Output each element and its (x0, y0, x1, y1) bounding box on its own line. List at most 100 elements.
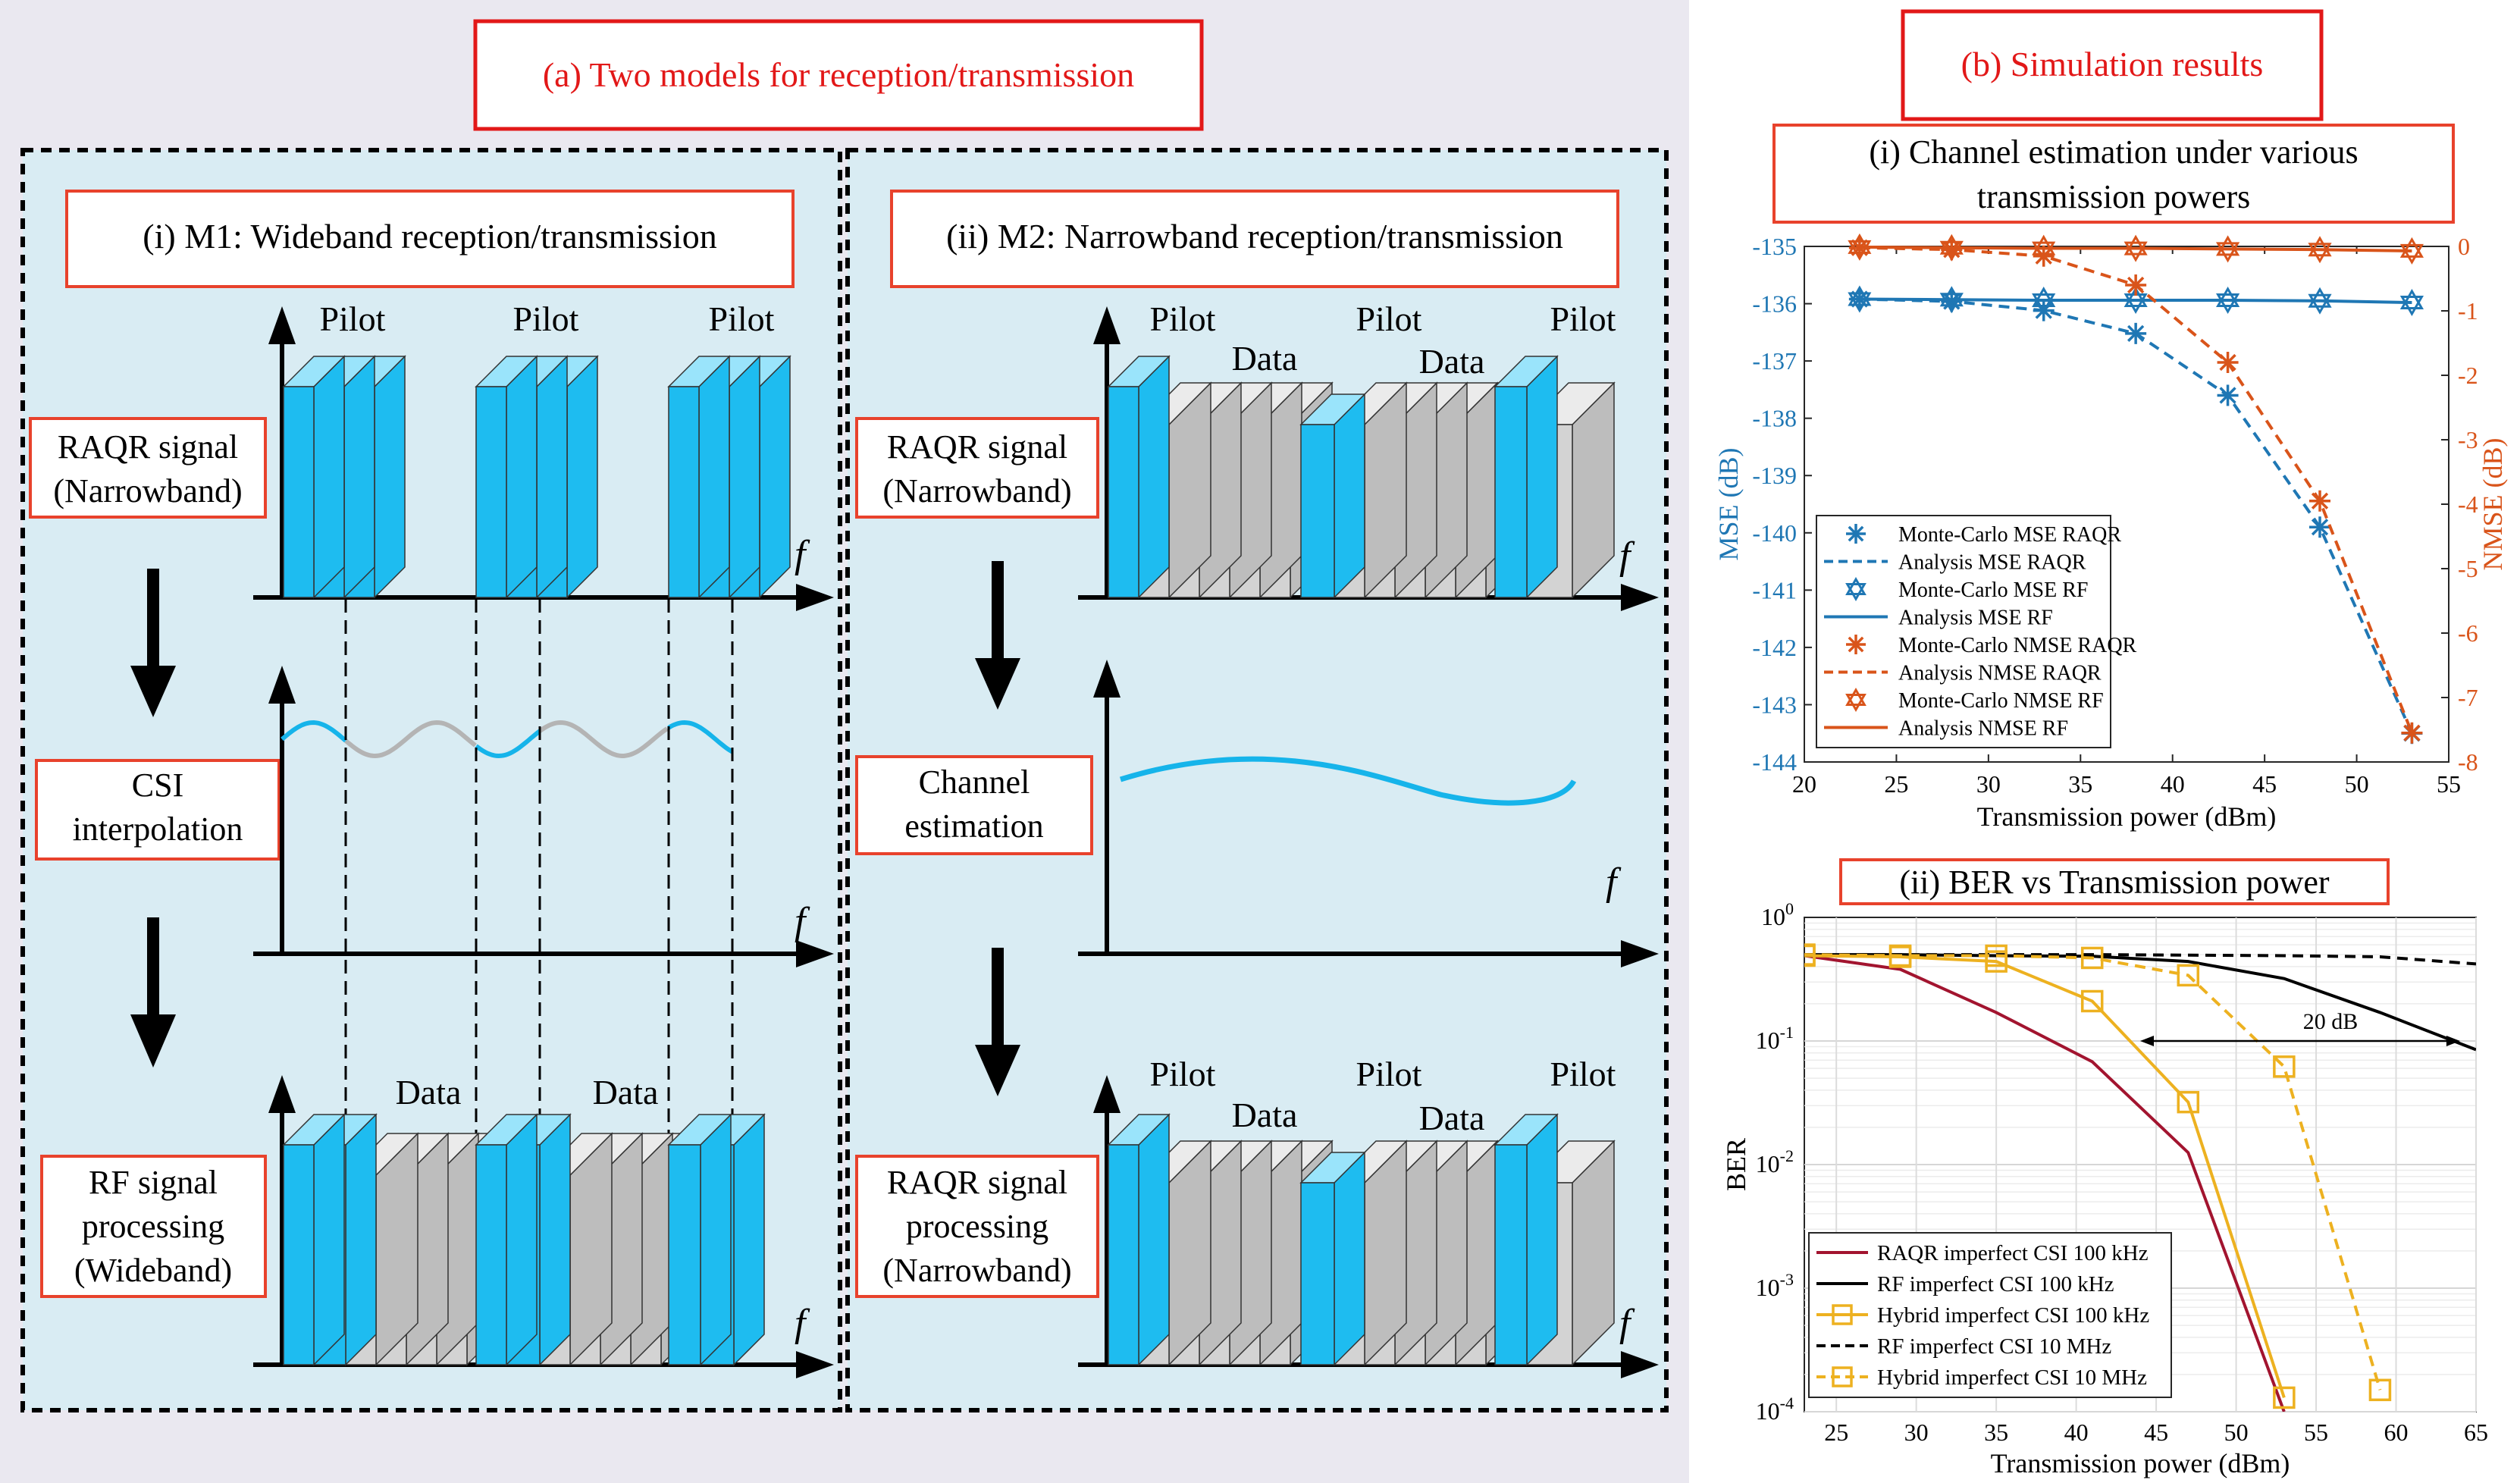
chart1-legend-marker-5 (1846, 635, 1866, 654)
chart2-legend-label-5: Hybrid imperfect CSI 10 MHz (1877, 1365, 2147, 1390)
chart1-s7-point-6 (2308, 236, 2332, 264)
m2-bot-pilot-1 (1107, 1113, 1171, 1366)
svg-text:RAQR signal: RAQR signal (58, 428, 238, 466)
m1-top-pilot-label-2: Pilot (513, 299, 579, 338)
chart1-ylabel: MSE (dB) (1713, 447, 1744, 560)
chart1-y2tick--3: -3 (2458, 426, 2478, 453)
m1-bot-pilot-1a (282, 1113, 346, 1366)
m1-rf-processing-label: RF signal processing (Wideband) (40, 1155, 267, 1298)
chart1-y2tick--5: -5 (2458, 555, 2478, 582)
svg-text:processing: processing (906, 1208, 1048, 1245)
svg-text:Channel: Channel (919, 763, 1030, 801)
chart1-xtick-35: 35 (2068, 770, 2092, 798)
chart2-s5-point-1 (1804, 943, 1816, 966)
m2-title-box (890, 190, 1619, 288)
m2-top-pilot-2 (1299, 393, 1366, 599)
chart2-xtick-60: 60 (2384, 1419, 2409, 1446)
chart1-xtick-30: 30 (1976, 770, 2001, 798)
chart2-legend-label-1: RAQR imperfect CSI 100 kHz (1877, 1241, 2149, 1265)
chart1-s7-point-7 (2399, 237, 2424, 265)
m1-csi-interpolation-label: CSI interpolation (35, 759, 281, 861)
chart1-ytick--136: -136 (1752, 290, 1797, 318)
csi-wave (281, 720, 734, 759)
chart1-xlabel: Transmission power (dBm) (1977, 801, 2277, 832)
m2-top-pilot-label-3: Pilot (1550, 299, 1616, 338)
svg-text:(Narrowband): (Narrowband) (882, 1252, 1071, 1289)
m2-channel-estimation-label: Channel estimation (855, 755, 1093, 855)
chart2-s3-point-6 (2273, 1386, 2296, 1409)
chart2-xtick-35: 35 (1984, 1419, 2008, 1446)
chart1-legend-label-6: Analysis NMSE RAQR (1898, 662, 2102, 685)
chart1-y2label: NMSE (dB) (2478, 437, 2508, 570)
chart1-s3-point-6 (2308, 287, 2332, 315)
m2-bot-pilot-2 (1299, 1151, 1366, 1366)
svg-text:RAQR signal: RAQR signal (887, 428, 1067, 466)
m2-mid-axes: f (1078, 660, 1659, 967)
chart1-y2tick--6: -6 (2458, 619, 2478, 647)
chart2-s5-point-6 (2273, 1055, 2296, 1078)
chart1-series-7 (1848, 233, 2424, 265)
chart1-legend-marker-3 (1845, 577, 1866, 601)
chart1-xtick-55: 55 (2437, 770, 2461, 798)
m1-top-pilot-3-slab1 (667, 355, 731, 599)
panel-b-title-box (1901, 9, 2324, 121)
chart1-s3-point-3 (2032, 287, 2056, 314)
m1-top-pilot-label-1: Pilot (320, 299, 386, 338)
chart2-xtick-65: 65 (2464, 1419, 2488, 1446)
chart1-y2tick--1: -1 (2458, 297, 2478, 325)
chart1-title-box (1772, 124, 2455, 224)
m2-bot-pilot-label-1: Pilot (1150, 1055, 1216, 1093)
m2-top-pilot-label-2: Pilot (1356, 299, 1422, 338)
chart1-y2tick--4: -4 (2458, 491, 2478, 518)
m2-top-pilot-1 (1107, 355, 1171, 599)
svg-text:RAQR signal: RAQR signal (887, 1164, 1067, 1201)
svg-text:(Narrowband): (Narrowband) (53, 472, 242, 509)
chart1-ytick--137: -137 (1752, 347, 1797, 375)
chart2-title-box (1839, 858, 2390, 905)
chart2-xtick-50: 50 (2224, 1419, 2249, 1446)
chart1-y2tick--2: -2 (2458, 362, 2478, 389)
chart1-legend-label-5: Monte-Carlo NMSE RAQR (1898, 634, 2137, 657)
chart2-xtick-30: 30 (1904, 1419, 1929, 1446)
chart2-ytick--4: 10-4 (1756, 1394, 1794, 1425)
chart2-title: (ii) BER vs Transmission power (1899, 864, 2330, 901)
m2-raqr-signal-label: RAQR signal (Narrowband) (855, 417, 1099, 519)
chart2-legend-marker-3 (1832, 1304, 1853, 1325)
chart1-xtick-40: 40 (2161, 770, 2185, 798)
chart2-series-5 (1804, 943, 2392, 1402)
chart1-ytick--135: -135 (1752, 233, 1797, 260)
chart2-xtick-45: 45 (2144, 1419, 2168, 1446)
chart1-s3-point-1 (1848, 285, 1872, 313)
chart2-s3-point-5 (2177, 1090, 2200, 1114)
chart2-ylabel: BER (1721, 1138, 1751, 1191)
chart1-y2tick-0: 0 (2458, 233, 2470, 260)
svg-text:RF signal: RF signal (89, 1164, 218, 1201)
chart2-legend-label-2: RF imperfect CSI 100 kHz (1877, 1272, 2114, 1296)
chart1-ytick--143: -143 (1752, 691, 1797, 718)
chart2-s5-point-3 (1985, 944, 2008, 967)
chart2-s5-point-4 (2080, 946, 2104, 970)
m1-bot-pilot-2a (475, 1113, 538, 1366)
svg-text:processing: processing (82, 1208, 224, 1245)
svg-text:interpolation: interpolation (73, 810, 243, 848)
chart1-series-8 (1859, 245, 2412, 252)
m2-bot-pilot-label-3: Pilot (1550, 1055, 1616, 1093)
chart1-series-2 (1859, 297, 2414, 735)
svg-text:(Narrowband): (Narrowband) (882, 472, 1071, 509)
chart1-xtick-20: 20 (1792, 770, 1816, 798)
chart1-legend-label-1: Monte-Carlo MSE RAQR (1898, 523, 2121, 547)
chart2-s3-point-4 (2080, 989, 2104, 1013)
chart1-legend-label-3: Monte-Carlo MSE RF (1898, 578, 2088, 602)
chart1-xtick-50: 50 (2345, 770, 2369, 798)
chart1-legend-marker-1 (1846, 524, 1866, 544)
chart2-legend: RAQR imperfect CSI 100 kHz RF imperfect C… (1808, 1232, 2172, 1398)
chart1-series-3 (1848, 285, 2424, 316)
chart2-series-1 (1804, 954, 2286, 1412)
chart1-legend-marker-7 (1845, 688, 1866, 712)
m2-bot-data-label-2: Data (1419, 1099, 1485, 1137)
chart1-s3-point-5 (2216, 287, 2240, 314)
m1-top-pilot-2-slab1 (475, 355, 538, 599)
